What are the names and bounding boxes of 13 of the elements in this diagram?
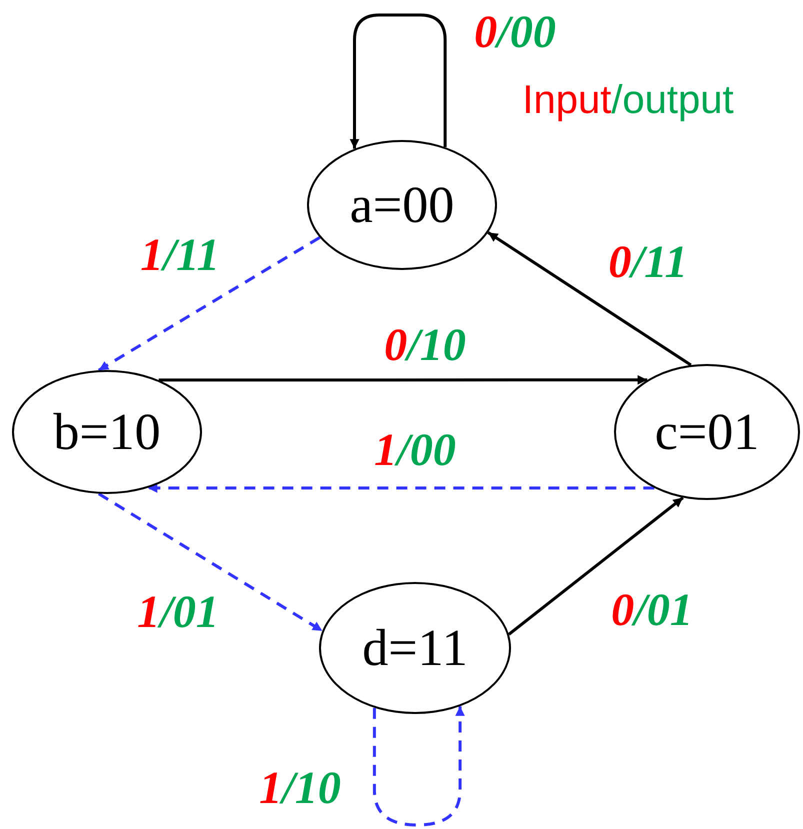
transition-arrow xyxy=(350,14,447,149)
transition-arrow xyxy=(158,375,648,385)
transition-arrow xyxy=(98,236,320,372)
state-ellipse: c=01 xyxy=(614,364,800,500)
state-ellipse: b=10 xyxy=(12,370,202,494)
state-ellipse: d=11 xyxy=(319,582,511,714)
transition-arrow xyxy=(487,231,692,366)
transition-arrow xyxy=(98,492,324,632)
notation-note: Input/output xyxy=(522,80,734,120)
transition-arrow xyxy=(508,496,684,636)
state-ellipse: a=00 xyxy=(307,140,497,270)
transition-arrow xyxy=(372,706,465,826)
transition-arrow xyxy=(148,483,654,493)
